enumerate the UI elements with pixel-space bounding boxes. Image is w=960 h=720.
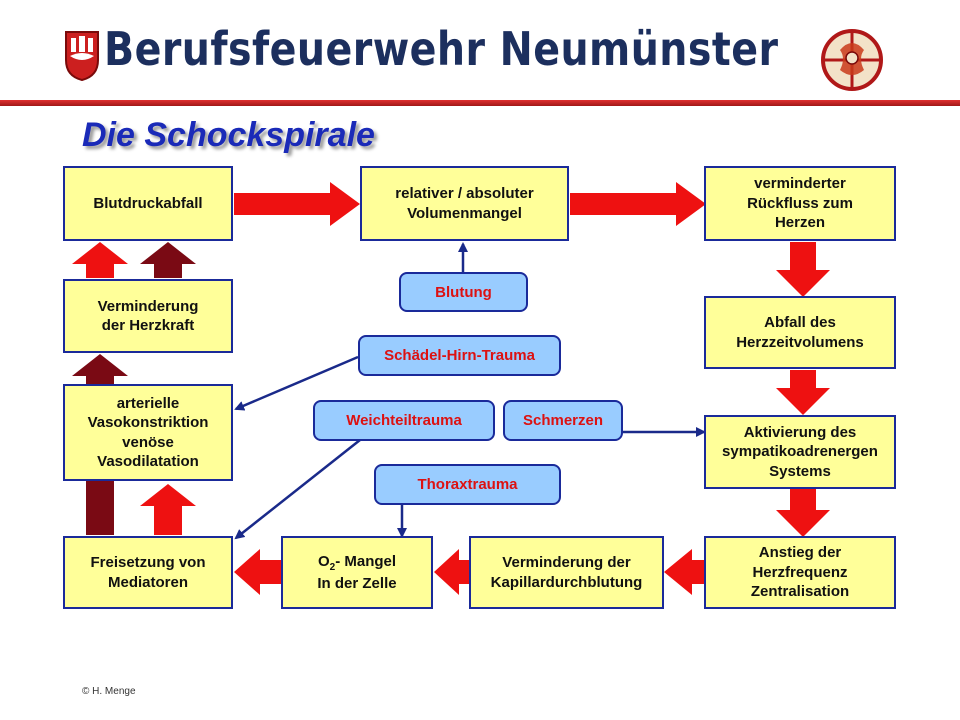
box-kapillar: Verminderung der Kapillardurchblutung (469, 536, 664, 609)
up-arrow-red-left-upper (72, 242, 128, 278)
connector-weichteil (234, 439, 361, 540)
box-volumenmangel: relativer / absoluter Volumenmangel (360, 166, 569, 241)
right-arrow-top-2 (570, 182, 706, 226)
connector-sht (234, 355, 359, 411)
down-arrow-right-1 (776, 242, 830, 297)
cause-schaedel-hirn-trauma: Schädel-Hirn-Trauma (358, 335, 561, 376)
up-arrow-red-right-lower (140, 484, 196, 535)
up-arrow-dark-right-upper (140, 242, 196, 278)
box-herzkraft: Verminderung der Herzkraft (63, 279, 233, 353)
box-herzzeitvolumen: Abfall des Herzzeitvolumens (704, 296, 896, 369)
box-vasokonstriktion: arterielle Vasokonstriktion venöse Vasod… (63, 384, 233, 481)
left-arrow-bottom-1 (664, 549, 706, 595)
cause-thoraxtrauma: Thoraxtrauma (374, 464, 561, 505)
box-herzfrequenz: Anstieg der Herzfrequenz Zentralisation (704, 536, 896, 609)
down-arrow-right-3 (776, 489, 830, 537)
fire-department-emblem (821, 29, 883, 91)
box-blutdruckabfall: Blutdruckabfall (63, 166, 233, 241)
header-divider (0, 100, 960, 106)
left-arrow-bottom-2 (434, 549, 469, 595)
box-rueckfluss: verminderter Rückfluss zum Herzen (704, 166, 896, 241)
header-title: Berufsfeuerwehr Neumünster (104, 22, 779, 76)
box-mediatoren: Freisetzung von Mediatoren (63, 536, 233, 609)
left-arrow-bottom-3 (234, 549, 281, 595)
cause-blutung: Blutung (399, 272, 528, 312)
box-sympathikus: Aktivierung des sympatikoadrenergen Syst… (704, 415, 896, 489)
city-crest-logo (65, 31, 99, 82)
cause-schmerzen: Schmerzen (503, 400, 623, 441)
cause-weichteiltrauma: Weichteiltrauma (313, 400, 495, 441)
copyright-footer: © H. Menge (82, 686, 136, 697)
page-title: Die Schockspirale (82, 116, 375, 154)
down-arrow-right-2 (776, 370, 830, 415)
right-arrow-top-1 (234, 182, 360, 226)
box-o2-mangel: O2- Mangel In der Zelle (281, 536, 433, 609)
